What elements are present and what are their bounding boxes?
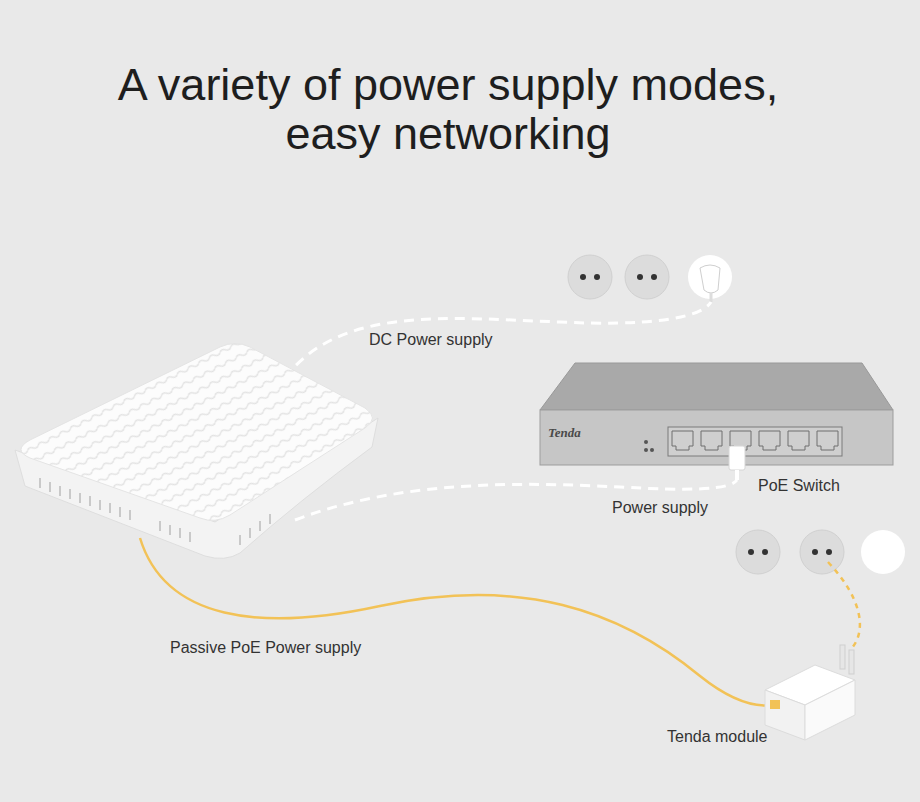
device-label: Tenda module: [667, 727, 768, 747]
poe-switch: [540, 363, 893, 465]
plugged-socket: [688, 255, 732, 302]
wall-socket: [625, 255, 669, 299]
switch-node: TendaPoE Switch: [540, 363, 893, 465]
connection-label: Power supply: [609, 498, 711, 518]
mains-cable: [828, 562, 860, 650]
wall-socket: [800, 530, 844, 574]
access-point: [0, 330, 400, 558]
brand-name: Tenda: [548, 423, 581, 443]
rj45-plug: [729, 446, 745, 480]
poe-cable: [140, 538, 775, 706]
module-node: Tenda module: [762, 645, 858, 742]
ethernet-cable: [295, 480, 737, 520]
device-label: PoE Switch: [758, 476, 840, 496]
poe-module: [765, 645, 855, 740]
wall-socket: [568, 255, 612, 299]
wall-socket: [736, 530, 780, 574]
title: A variety of power supply modes, easy ne…: [88, 60, 808, 158]
empty-socket: [861, 530, 905, 574]
connection-label: Passive PoE Power supply: [167, 638, 364, 658]
connection-label: DC Power supply: [366, 330, 496, 350]
